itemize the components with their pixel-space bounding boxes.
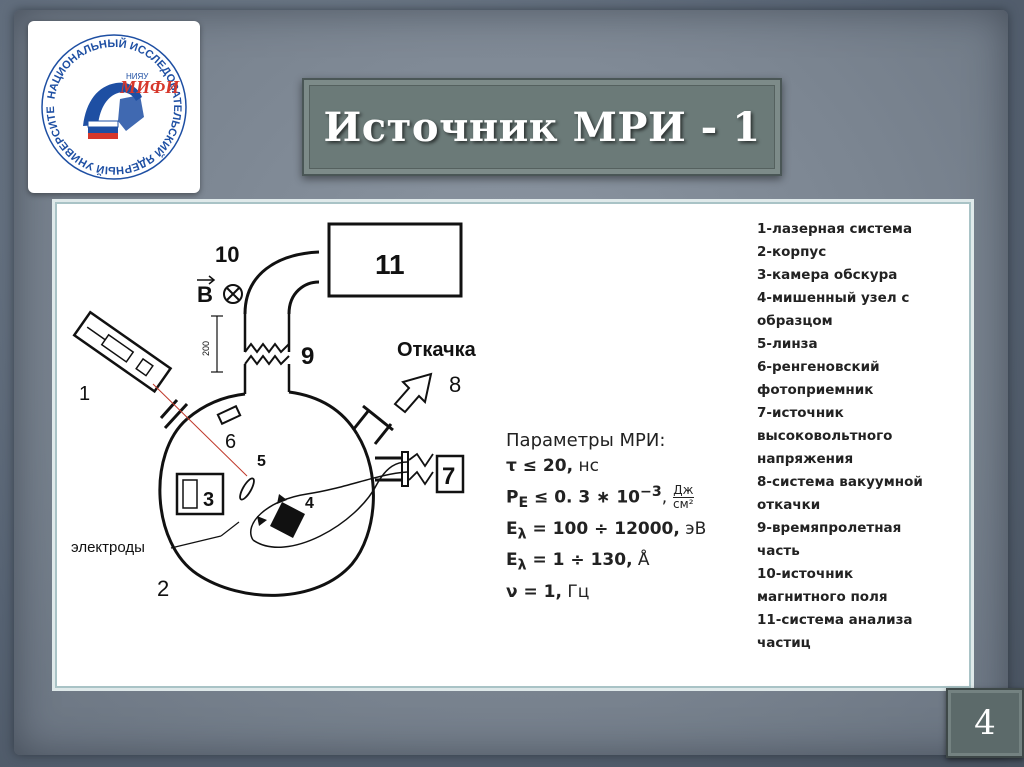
param-wavelength-range: Eλ = 1 ÷ 130, Å bbox=[506, 550, 650, 574]
label-1: 1 bbox=[79, 383, 90, 405]
logo-brand-small: НИЯУ bbox=[126, 72, 149, 81]
label-7: 7 bbox=[442, 463, 455, 490]
legend-line: 3-камера обскура bbox=[757, 267, 898, 283]
label-6: 6 bbox=[225, 431, 236, 453]
label-2: 2 bbox=[157, 576, 169, 601]
slide-title: Источник МРИ - 1 bbox=[323, 103, 761, 151]
label-5: 5 bbox=[257, 453, 266, 470]
lens bbox=[239, 477, 255, 501]
laser-system bbox=[72, 310, 173, 394]
param-frequency: ν = 1, Гц bbox=[506, 581, 590, 602]
b-field-label: B bbox=[197, 282, 213, 307]
logo-brand: МИФИ bbox=[119, 77, 180, 97]
pumping-label: Откачка bbox=[397, 339, 477, 361]
camera-obscura bbox=[175, 472, 225, 516]
university-logo: НАЦИОНАЛЬНЫЙ ИССЛЕДОВАТЕЛЬСКИЙ ЯДЕРНЫЙ У… bbox=[23, 12, 200, 193]
legend-line: образцом bbox=[757, 313, 833, 329]
legend-line: 6-ренгеновский bbox=[757, 359, 880, 375]
legend-line: высоковольтного bbox=[757, 428, 893, 444]
mri-parameters: Параметры МРИ: τ ≤ 20, нс PE ≤ 0. 3 ∗ 10… bbox=[506, 430, 776, 605]
legend-line: частиц bbox=[757, 635, 811, 651]
param-energy-density: PE ≤ 0. 3 ∗ 10−3, Дж см² bbox=[506, 483, 694, 512]
label-8: 8 bbox=[449, 372, 461, 397]
legend-line: магнитного поля bbox=[757, 589, 888, 605]
xray-photodetector bbox=[216, 404, 242, 426]
param-pulse-duration: τ ≤ 20, нс bbox=[506, 456, 599, 476]
legend-line: 9-времяпролетная bbox=[757, 520, 902, 536]
logo-emblem: НАЦИОНАЛЬНЫЙ ИССЛЕДОВАТЕЛЬСКИЙ ЯДЕРНЫЙ У… bbox=[23, 12, 187, 180]
legend-line: 2-корпус bbox=[757, 244, 827, 260]
params-header: Параметры МРИ: bbox=[506, 430, 666, 451]
legend-line: 8-система вакуумной bbox=[757, 474, 923, 490]
legend-line: фотоприемник bbox=[757, 382, 874, 398]
page-number: 4 bbox=[946, 688, 1024, 758]
legend-line: часть bbox=[757, 543, 800, 559]
label-9: 9 bbox=[301, 343, 314, 370]
mri-source-diagram: 11 200 9 10 B 1 5 bbox=[71, 222, 477, 601]
dimension-label: 200 bbox=[201, 341, 211, 356]
legend-line: 10-источник bbox=[757, 566, 854, 582]
legend-line: напряжения bbox=[757, 451, 854, 467]
pumping-arrow bbox=[393, 372, 433, 414]
laser-beam bbox=[152, 383, 248, 477]
label-4: 4 bbox=[305, 495, 314, 512]
legend-line: 11-система анализа bbox=[757, 612, 913, 628]
component-legend: 1-лазерная система 2-корпус 3-камера обс… bbox=[757, 218, 967, 655]
hv-source bbox=[435, 454, 465, 494]
legend-line: 5-линза bbox=[757, 336, 818, 352]
label-11: 11 bbox=[375, 249, 405, 280]
b-field-into-page-icon bbox=[223, 284, 243, 304]
legend-line: 1-лазерная система bbox=[757, 221, 913, 237]
content-panel: 11 200 9 10 B 1 5 bbox=[55, 202, 971, 688]
legend-line: откачки bbox=[757, 497, 821, 513]
title-box: Источник МРИ - 1 bbox=[302, 78, 782, 176]
legend-line: 4-мишенный узел с bbox=[757, 290, 910, 306]
label-3: 3 bbox=[203, 489, 214, 511]
electrodes-label: электроды bbox=[71, 539, 145, 556]
param-energy-range: Eλ = 100 ÷ 12000, эВ bbox=[506, 519, 707, 543]
label-10: 10 bbox=[215, 242, 239, 267]
legend-line: 7-источник bbox=[757, 405, 844, 421]
